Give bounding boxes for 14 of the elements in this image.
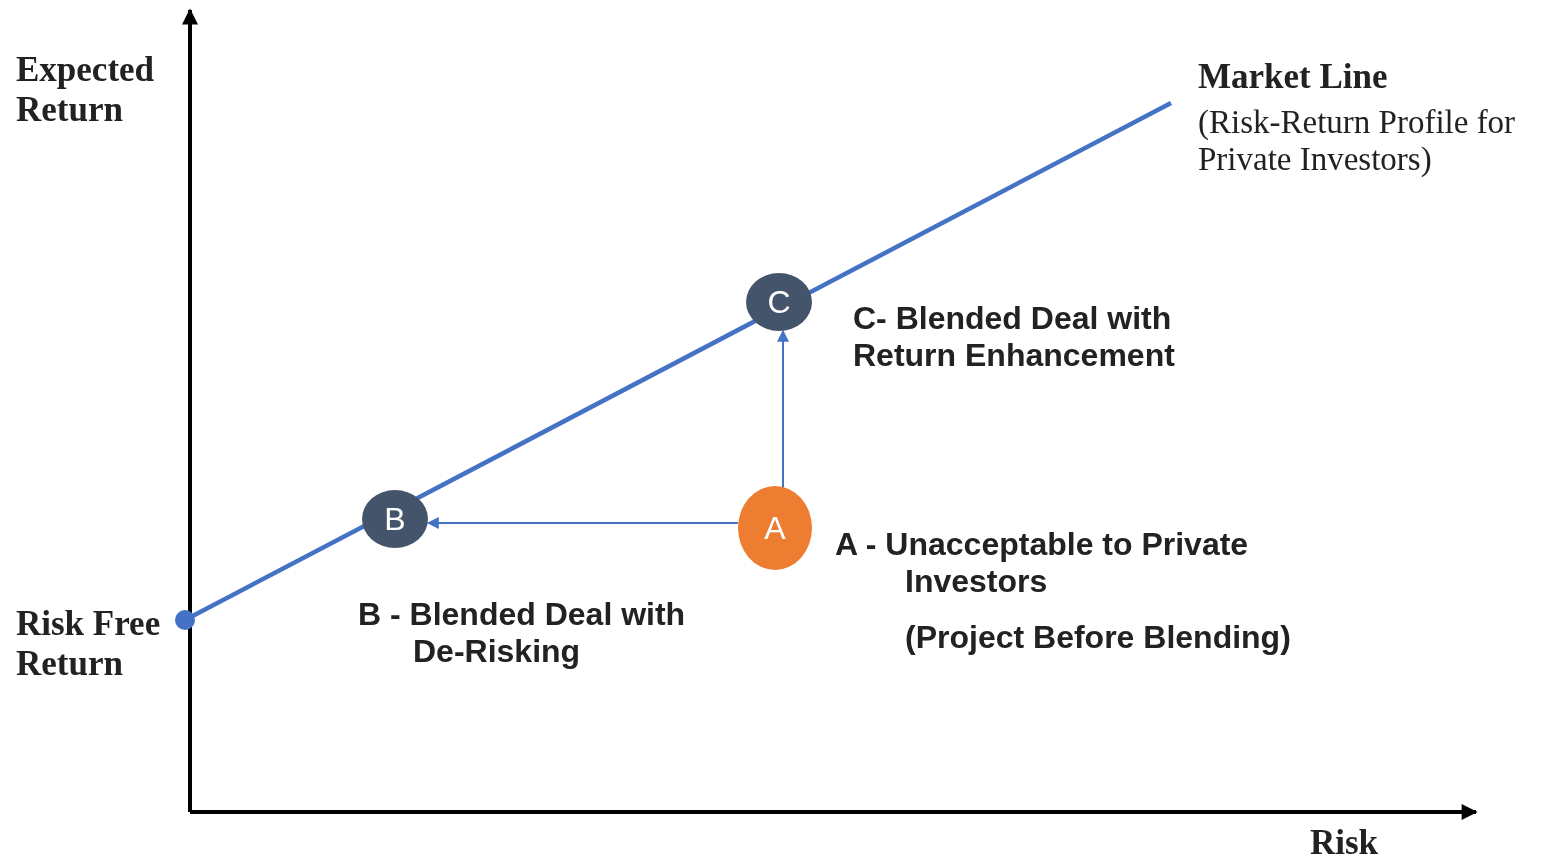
point-description: (Project Before Blending)	[905, 619, 1292, 656]
point-description: B - Blended Deal with De-Risking	[358, 596, 687, 670]
arrow	[426, 517, 739, 529]
point-description: C- Blended Deal with Return Enhancement	[853, 300, 1176, 374]
point-circle: A	[738, 486, 812, 570]
line-description: (Risk-Return Profile for Private Investors)	[1198, 104, 1517, 178]
axis-title: Expected Return	[16, 50, 156, 130]
arrow	[777, 329, 789, 489]
axis-point-label: Risk Free Return	[16, 604, 162, 684]
axis-title: Risk	[1310, 823, 1380, 863]
point-circle: C	[746, 273, 812, 331]
line-title: Market Line	[1198, 57, 1389, 97]
point-description: A - Unacceptable to Private Investors	[835, 526, 1250, 600]
point-circle: B	[362, 490, 428, 548]
